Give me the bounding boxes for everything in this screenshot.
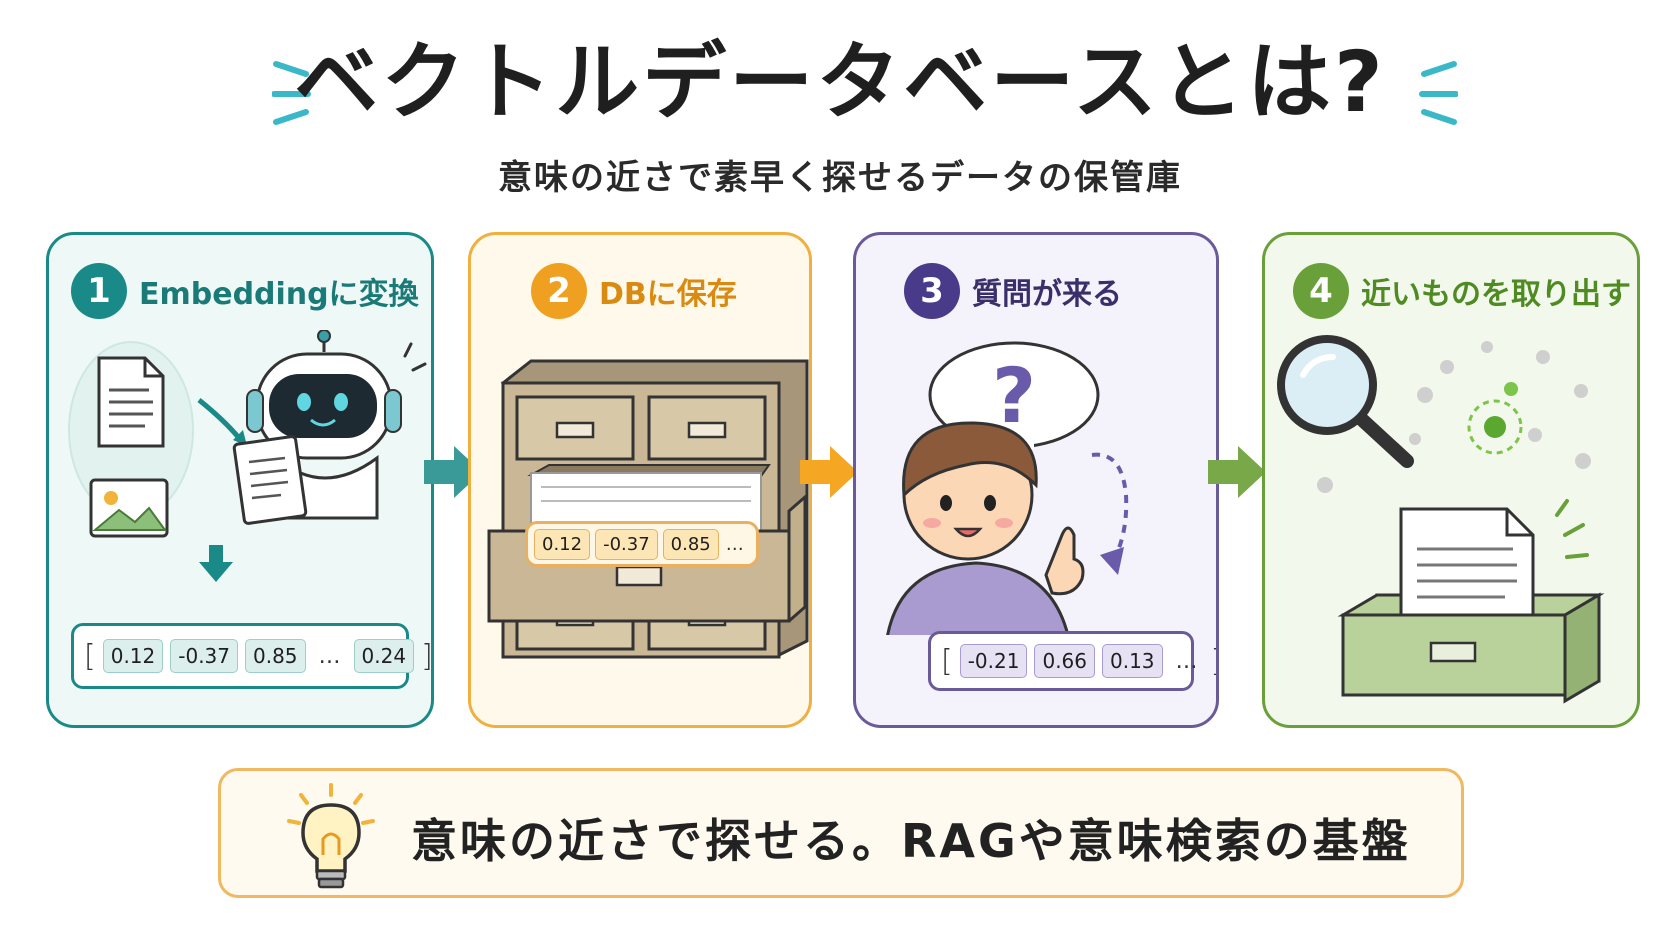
step-4-panel: 4 近いものを取り出す — [1262, 232, 1640, 728]
arrow-right-icon — [1208, 446, 1266, 498]
vector-value: 0.66 — [1034, 644, 1095, 678]
retrieve-illustration — [1277, 335, 1605, 704]
vector-value: 0.24 — [353, 639, 415, 673]
summary-text: 意味の近さで探せる。RAGや意味検索の基盤 — [411, 814, 1411, 868]
step-3-header: 3 質問が来る — [904, 261, 1206, 321]
robot-icon — [232, 330, 427, 525]
step-3-vector: [ -0.21 0.66 0.13 … ] — [928, 631, 1216, 691]
title-sparkle-right-icon — [1419, 61, 1458, 125]
step-4-title: 近いものを取り出す — [1361, 277, 1631, 312]
question-illustration — [886, 341, 1129, 635]
step-2-header: 2 DBに保存 — [531, 261, 799, 321]
step-1-header: 1 Embeddingに変換 — [71, 261, 421, 321]
step-2-number: 2 — [531, 263, 587, 319]
step-4-number: 4 — [1293, 263, 1349, 319]
page-subtitle: 意味の近さで素早く探せるデータの保管庫 — [498, 158, 1182, 198]
step-4-header: 4 近いものを取り出す — [1293, 261, 1631, 321]
step-2-panel: 2 DBに保存 0.12 -0.37 0.85 … — [468, 232, 812, 728]
vector-value: 0.13 — [1102, 644, 1163, 678]
question-mark: ? — [992, 351, 1037, 440]
step-2-title: DBに保存 — [599, 277, 737, 312]
document-icon — [97, 356, 165, 448]
vector-value: -0.21 — [959, 644, 1028, 678]
arrow-right-icon — [424, 446, 482, 498]
file-cabinet-illustration — [487, 359, 809, 659]
person-icon — [886, 421, 1085, 635]
step-3-number: 3 — [904, 263, 960, 319]
vector-value: 0.85 — [662, 528, 719, 560]
step-3-title: 質問が来る — [972, 277, 1122, 312]
title-sparkle-left-icon — [272, 61, 311, 125]
vector-value: -0.37 — [595, 528, 658, 560]
step-1-number: 1 — [71, 263, 127, 319]
step-1-vector: [ 0.12 -0.37 0.85 … 0.24 ] — [71, 623, 431, 689]
step-3-panel: 3 質問が来る ? [ -0.21 0.66 0.13 … ] — [853, 232, 1219, 728]
summary-banner: 意味の近さで探せる。RAGや意味検索の基盤 — [218, 768, 1464, 898]
image-icon — [89, 478, 169, 538]
vector-value: 0.85 — [245, 639, 306, 673]
magnifier-icon — [1277, 335, 1414, 468]
step-1-title: Embeddingに変換 — [139, 277, 419, 312]
page-title: ベクトルデータベースとは? — [294, 33, 1386, 131]
embedding-illustration — [68, 330, 427, 582]
lightbulb-icon — [287, 783, 375, 889]
step-1-panel: 1 Embeddingに変換 — [46, 232, 434, 728]
vector-value: -0.37 — [170, 639, 238, 673]
arrow-right-icon — [800, 446, 858, 498]
vector-value: 0.12 — [102, 639, 164, 673]
vector-value: 0.12 — [534, 528, 591, 560]
step-2-vector: 0.12 -0.37 0.85 … — [525, 521, 759, 567]
